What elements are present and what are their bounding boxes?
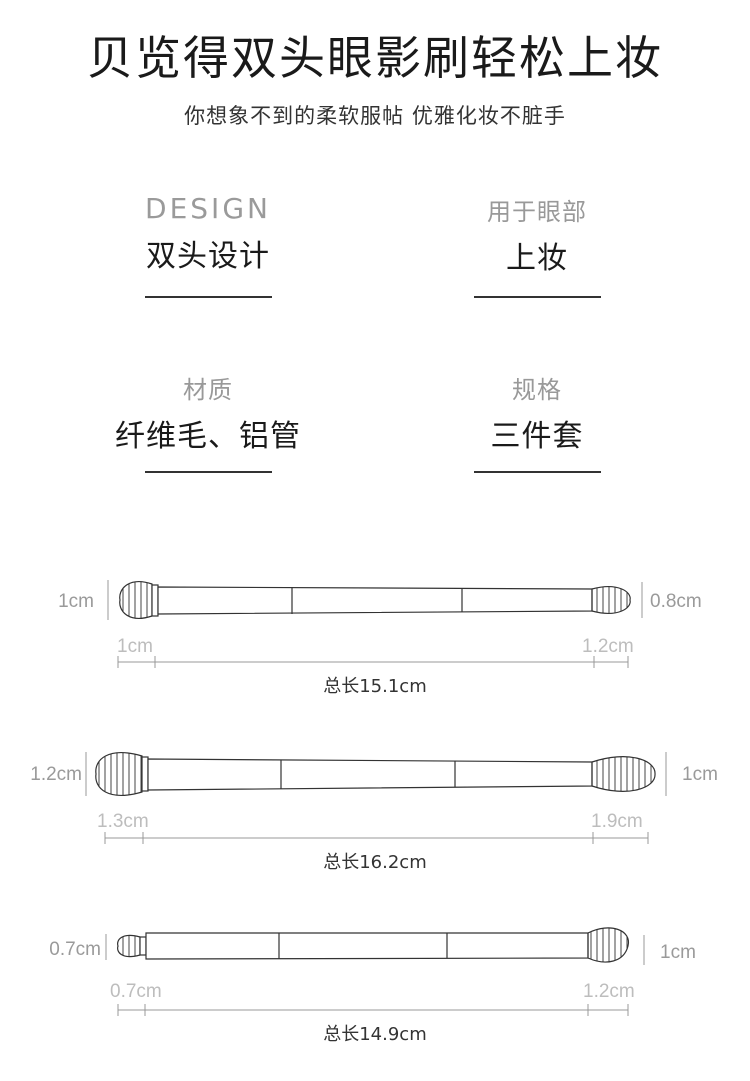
- feature-material-value: 纤维毛、铝管: [115, 419, 301, 454]
- page-subtitle: 你想象不到的柔软服帖 优雅化妆不脏手: [184, 104, 566, 128]
- brush-1-left-ferrule: [151, 584, 159, 617]
- brush-2-total-length: 总长16.2cm: [323, 852, 427, 873]
- brush-1-left-head: [119, 581, 153, 619]
- brush-3-right-head-size: 1cm: [660, 942, 696, 963]
- feature-spec-divider: [474, 471, 601, 473]
- brush-3-left-length: 0.7cm: [110, 981, 162, 1002]
- brush-1-left-length: 1cm: [117, 636, 153, 657]
- brush-1: 1cm 0.8cm 1cm 1.2cm 总长15.1cm: [58, 580, 702, 697]
- brush-1-handle: [157, 586, 593, 615]
- brush-1-right-head-size: 0.8cm: [650, 591, 702, 612]
- brush-3-left-ferrule: [139, 936, 147, 956]
- page-title: 贝览得双头眼影刷轻松上妆: [87, 31, 663, 85]
- brush-2-left-ferrule: [141, 756, 149, 792]
- brush-3-total-length: 总长14.9cm: [323, 1024, 427, 1045]
- brush-1-left-head-size: 1cm: [58, 591, 94, 612]
- brush-2-right-head-size: 1cm: [682, 764, 718, 785]
- brush-3-right-head: [587, 927, 630, 963]
- feature-design: DESIGN 双头设计: [108, 192, 308, 298]
- brush-3-handle: [145, 932, 589, 960]
- brush-3-right-length: 1.2cm: [583, 981, 635, 1002]
- brush-2-right-length: 1.9cm: [591, 811, 643, 832]
- brush-1-right-head: [591, 586, 631, 614]
- feature-spec-value: 三件套: [490, 419, 584, 454]
- brush-2-left-length: 1.3cm: [97, 811, 149, 832]
- brush-3: 0.7cm 1cm 0.7cm 1.2cm 总长14.9cm: [49, 927, 696, 1045]
- brush-1-total-length: 总长15.1cm: [323, 676, 427, 697]
- brush-2-right-head: [591, 756, 656, 792]
- feature-material-label: 材质: [183, 376, 233, 404]
- feature-spec-label: 规格: [512, 376, 562, 404]
- feature-material-divider: [145, 471, 272, 473]
- brush-3-left-head: [117, 934, 141, 958]
- brush-2-handle: [147, 758, 593, 791]
- brush-2-left-head: [95, 752, 143, 796]
- feature-design-label: DESIGN: [145, 192, 271, 225]
- feature-usage-value: 上妆: [506, 241, 568, 276]
- feature-usage: 用于眼部 上妆: [437, 192, 637, 298]
- feature-design-value: 双头设计: [146, 239, 270, 274]
- feature-spec: 规格 三件套: [437, 370, 637, 473]
- brush-3-left-head-size: 0.7cm: [49, 939, 101, 960]
- feature-usage-divider: [474, 296, 601, 298]
- brush-2: 1.2cm 1cm 1.3cm 1.9cm 总长16.2cm: [30, 752, 718, 873]
- brush-1-right-length: 1.2cm: [582, 636, 634, 657]
- brush-2-left-head-size: 1.2cm: [30, 764, 82, 785]
- feature-design-divider: [145, 296, 272, 298]
- feature-material: 材质 纤维毛、铝管: [108, 370, 308, 473]
- feature-usage-label: 用于眼部: [487, 198, 587, 226]
